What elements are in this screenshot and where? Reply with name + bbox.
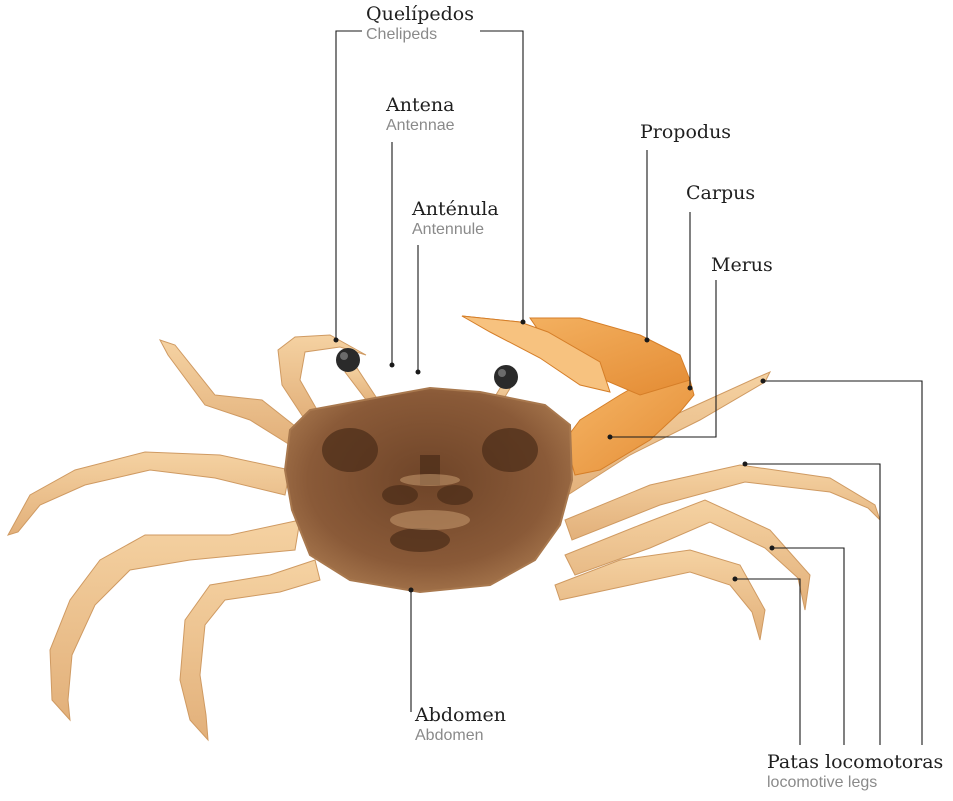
label-abdomen-en: Abdomen [415, 727, 506, 745]
label-merus: Merus [711, 255, 773, 277]
label-carpus-es: Carpus [686, 183, 755, 205]
left-legs [8, 340, 320, 740]
label-abdomen: Abdomen Abdomen [415, 705, 506, 745]
right-eye [494, 365, 518, 389]
label-chelipeds-en: Chelipeds [366, 26, 474, 44]
left-eye [336, 348, 360, 372]
left-leg-2 [8, 452, 290, 535]
label-propodus: Propodus [640, 122, 731, 144]
label-propodus-es: Propodus [640, 122, 731, 144]
label-antenna-en: Antennae [386, 117, 455, 135]
label-locomotive-legs: Patas locomotoras locomotive legs [767, 752, 943, 792]
label-antennule-en: Antennule [412, 221, 499, 239]
label-merus-es: Merus [711, 255, 773, 277]
left-leg-3 [50, 520, 300, 720]
left-leg-4 [180, 560, 320, 740]
label-antenna-es: Antena [386, 95, 455, 117]
label-abdomen-es: Abdomen [415, 705, 506, 727]
label-chelipeds: Quelípedos Chelipeds [366, 4, 474, 44]
label-antenna: Antena Antennae [386, 95, 455, 135]
label-antennule: Anténula Antennule [412, 199, 499, 239]
carapace [285, 388, 572, 592]
right-leg-2 [565, 465, 880, 540]
label-locomotive-legs-es: Patas locomotoras [767, 752, 943, 774]
label-chelipeds-es: Quelípedos [366, 4, 474, 26]
label-locomotive-legs-en: locomotive legs [767, 774, 943, 792]
label-antennule-es: Anténula [412, 199, 499, 221]
label-carpus: Carpus [686, 183, 755, 205]
